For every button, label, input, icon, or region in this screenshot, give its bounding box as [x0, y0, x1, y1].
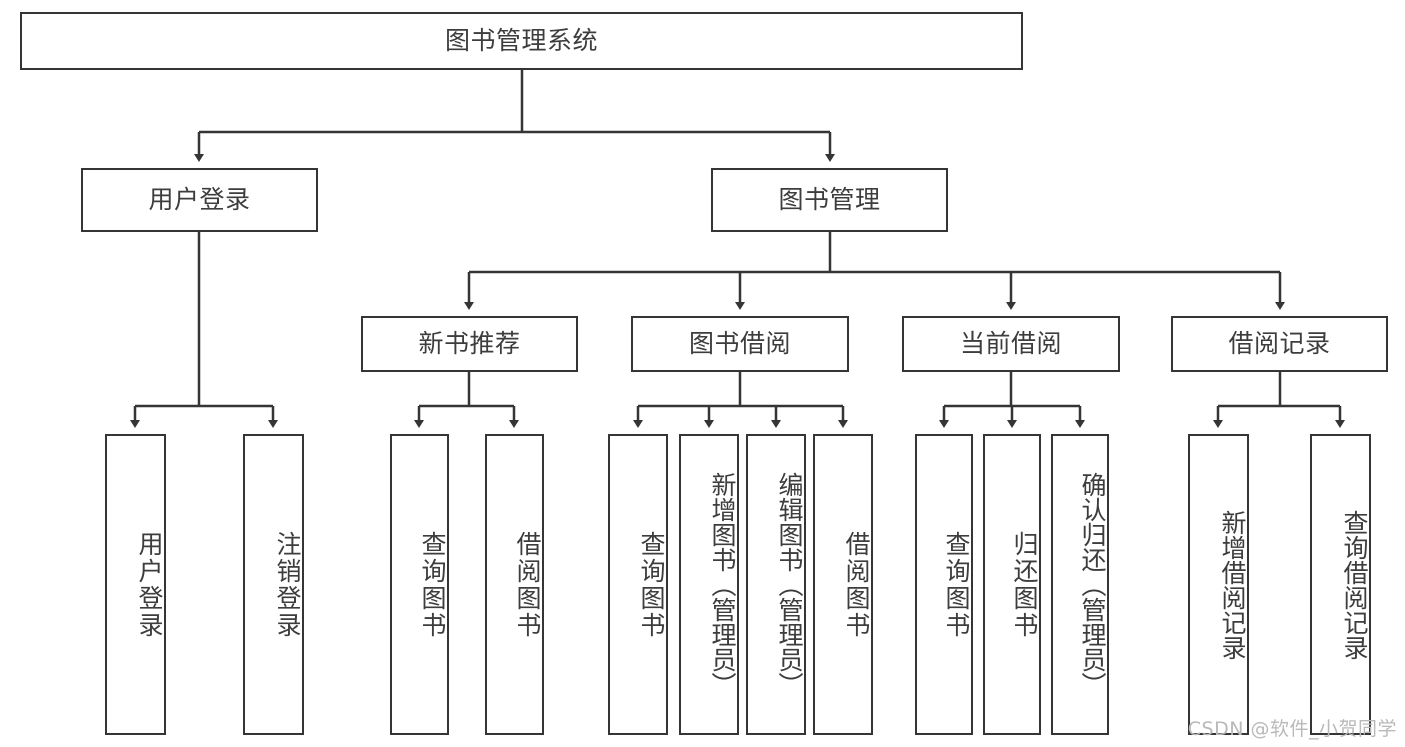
leaf-user-logout[interactable]: 注销登录: [243, 434, 304, 735]
leaf-query-book-borrow[interactable]: 查询图书: [608, 434, 668, 735]
leaf-confirm-return-admin[interactable]: 确认归还（管理员）: [1051, 434, 1109, 735]
node-book-borrow[interactable]: 图书借阅: [631, 316, 849, 372]
node-borrow-record[interactable]: 借阅记录: [1171, 316, 1388, 372]
leaf-user-login[interactable]: 用户登录: [105, 434, 166, 735]
leaf-borrow-book-recommend[interactable]: 借阅图书: [485, 434, 544, 735]
node-book-management[interactable]: 图书管理: [711, 168, 948, 232]
leaf-query-borrow-record[interactable]: 查询借阅记录: [1310, 434, 1371, 735]
node-new-book-recommend[interactable]: 新书推荐: [361, 316, 578, 372]
node-user-login[interactable]: 用户登录: [81, 168, 318, 232]
leaf-borrow-book[interactable]: 借阅图书: [813, 434, 873, 735]
leaf-add-book-admin[interactable]: 新增图书（管理员）: [679, 434, 739, 735]
leaf-edit-book-admin[interactable]: 编辑图书（管理员）: [746, 434, 806, 735]
csdn-watermark: CSDN @软件_小贺同学: [1187, 718, 1397, 740]
leaf-query-book-recommend[interactable]: 查询图书: [390, 434, 449, 735]
leaf-add-borrow-record[interactable]: 新增借阅记录: [1188, 434, 1249, 735]
leaf-return-book[interactable]: 归还图书: [983, 434, 1041, 735]
node-current-borrow[interactable]: 当前借阅: [902, 316, 1120, 372]
leaf-query-book-current[interactable]: 查询图书: [915, 434, 973, 735]
node-root[interactable]: 图书管理系统: [20, 12, 1023, 70]
